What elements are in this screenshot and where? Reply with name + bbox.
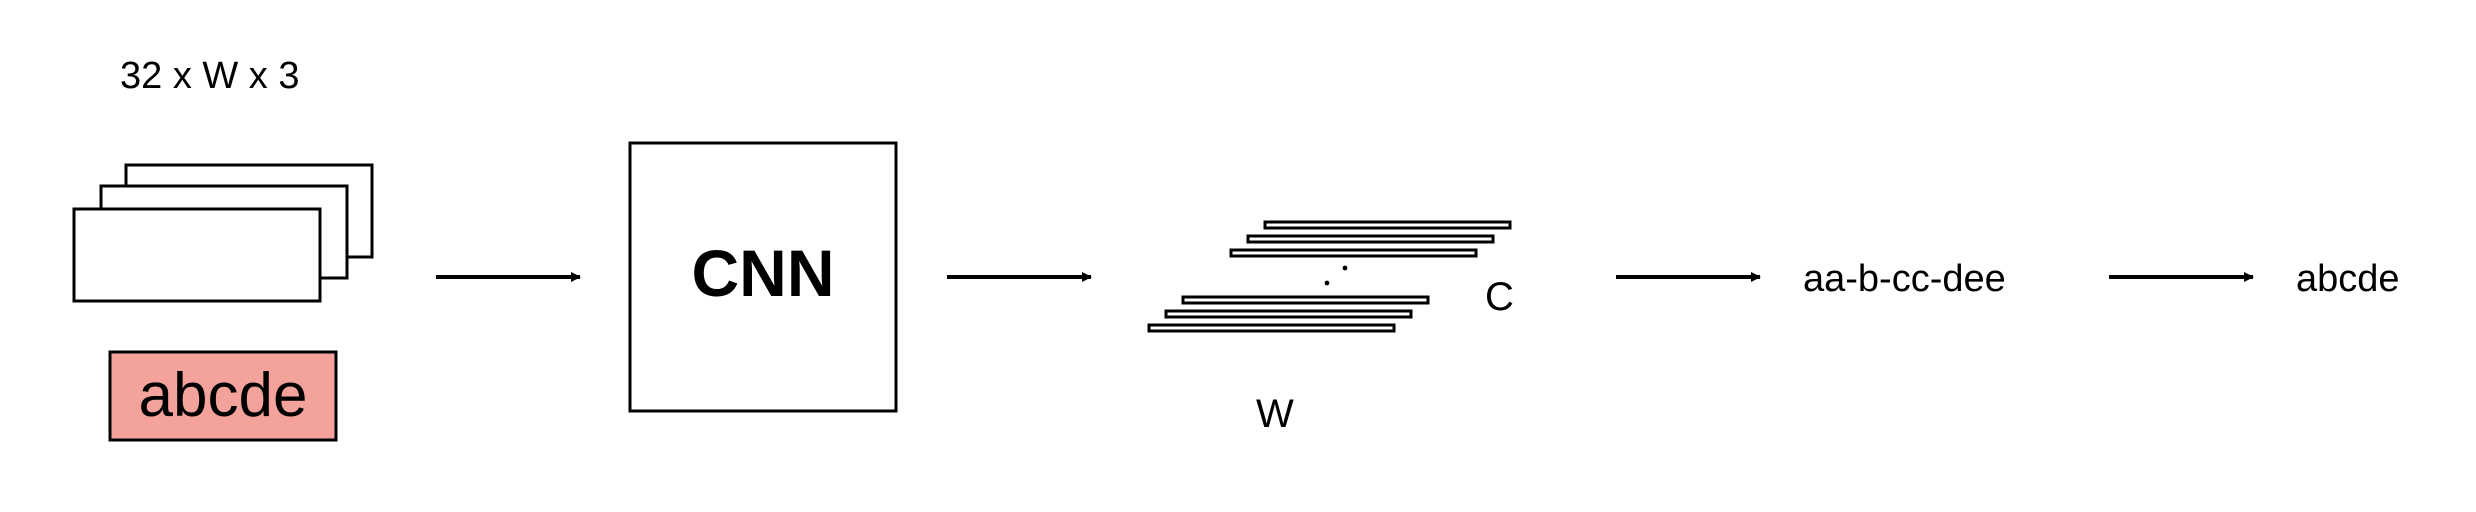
feature-slice-1: [1263, 220, 1512, 230]
cnn-box: [628, 141, 898, 413]
decoded-output-text: abcde: [2296, 258, 2400, 300]
feature-map: C W: [1147, 220, 1514, 436]
input-text-crop-label: abcde: [139, 361, 308, 430]
feature-width-label: W: [1256, 392, 1294, 436]
input-stage: 32 x W x 3 abcde: [72, 55, 374, 442]
feature-ellipsis-dot-2: [1324, 280, 1330, 286]
input-text-crop: [108, 350, 338, 442]
feature-slice-4: [1181, 295, 1430, 305]
cnn-block: CNN: [628, 141, 898, 413]
feature-slice-5: [1164, 309, 1413, 319]
input-channel-1: [72, 207, 322, 303]
feature-channel-label: C: [1485, 275, 1514, 319]
ctc-raw-sequence: aa-b-cc-dee: [1803, 258, 2006, 300]
input-image-stack: [72, 163, 374, 303]
feature-slice-2: [1246, 234, 1495, 244]
feature-slice-6: [1147, 323, 1396, 333]
input-dims-label: 32 x W x 3: [120, 55, 300, 97]
feature-ellipsis-dot-1: [1342, 265, 1348, 271]
feature-slice-3: [1229, 248, 1478, 258]
cnn-label: CNN: [692, 236, 835, 310]
